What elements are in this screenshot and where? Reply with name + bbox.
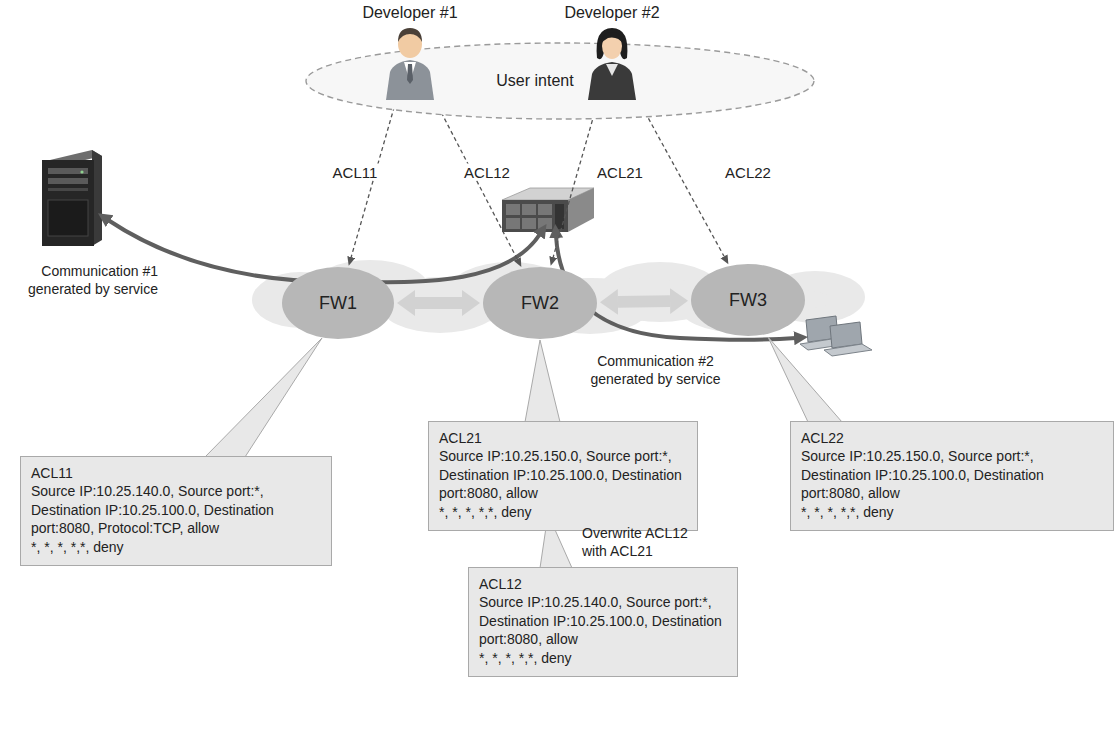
acl-callout: ACL21Source IP:10.25.150.0, Source port:… [428, 421, 698, 531]
node-label: FW1 [319, 293, 357, 314]
intent-ellipse: User intent [305, 42, 815, 120]
acl-rule: *, *, *, *,*, deny [479, 649, 727, 667]
flow-label: Communication #2 generated by service [583, 352, 728, 388]
developer-label: Developer #2 [557, 4, 667, 22]
person-icon [557, 22, 667, 100]
callout-note: Overwrite ACL12 with ACL21 [582, 524, 704, 560]
node-label: User intent [496, 72, 573, 90]
acl-callout: ACL22Source IP:10.25.150.0, Source port:… [790, 421, 1114, 531]
node-label: FW3 [729, 290, 767, 311]
developer-label: Developer #1 [360, 4, 460, 22]
acl-callout: ACL11Source IP:10.25.140.0, Source port:… [20, 456, 332, 566]
edge-label: ACL21 [594, 164, 646, 181]
acl-rule: *, *, *, *,*, deny [439, 503, 687, 521]
acl-rule: Source IP:10.25.150.0, Source port:*, De… [801, 447, 1103, 502]
laptop-icon [800, 316, 872, 356]
edge-label: ACL12 [461, 164, 513, 181]
firewall-node: FW2 [482, 266, 598, 340]
acl-rule: Source IP:10.25.150.0, Source port:*, De… [439, 447, 687, 502]
acl-heading: ACL22 [801, 429, 1103, 447]
link-arrow [618, 295, 670, 308]
flow-label: Communication #1 generated by service [8, 262, 158, 298]
developer-figure: Developer #2 [557, 4, 667, 100]
intent-arrow [435, 100, 517, 259]
acl-rule: *, *, *, *,*, deny [31, 538, 321, 556]
firewall-node: FW3 [690, 263, 806, 337]
rack-server [502, 188, 594, 232]
acl-rule: Source IP:10.25.140.0, Source port:*, De… [479, 593, 727, 648]
acl-rule: *, *, *, *,*, deny [801, 503, 1103, 521]
firewall-node: FW1 [281, 266, 395, 340]
edge-label: ACL22 [722, 164, 774, 181]
intent-arrow [553, 100, 598, 257]
tower-server [42, 150, 102, 246]
acl-callout: ACL12Source IP:10.25.140.0, Source port:… [468, 567, 738, 677]
node-label: FW2 [521, 293, 559, 314]
person-icon [360, 22, 460, 100]
acl-heading: ACL11 [31, 464, 321, 482]
acl-rule: Source IP:10.25.140.0, Source port:*, De… [31, 482, 321, 537]
acl-heading: ACL21 [439, 429, 687, 447]
link-arrow [415, 297, 462, 309]
developer-figure: Developer #1 [360, 4, 460, 100]
intent-arrow [638, 100, 724, 256]
acl-heading: ACL12 [479, 575, 727, 593]
edge-label: ACL11 [330, 164, 381, 181]
